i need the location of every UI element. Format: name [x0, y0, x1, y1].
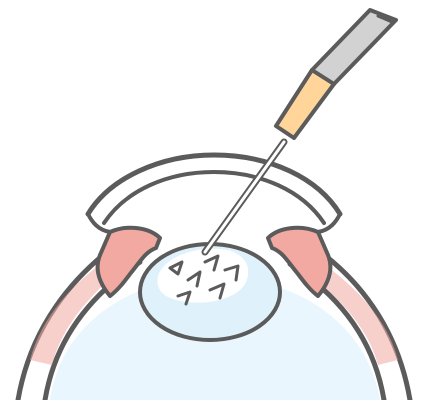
probe-handle — [312, 10, 396, 84]
cornea-outer — [88, 155, 340, 214]
cornea-inner — [104, 172, 324, 223]
